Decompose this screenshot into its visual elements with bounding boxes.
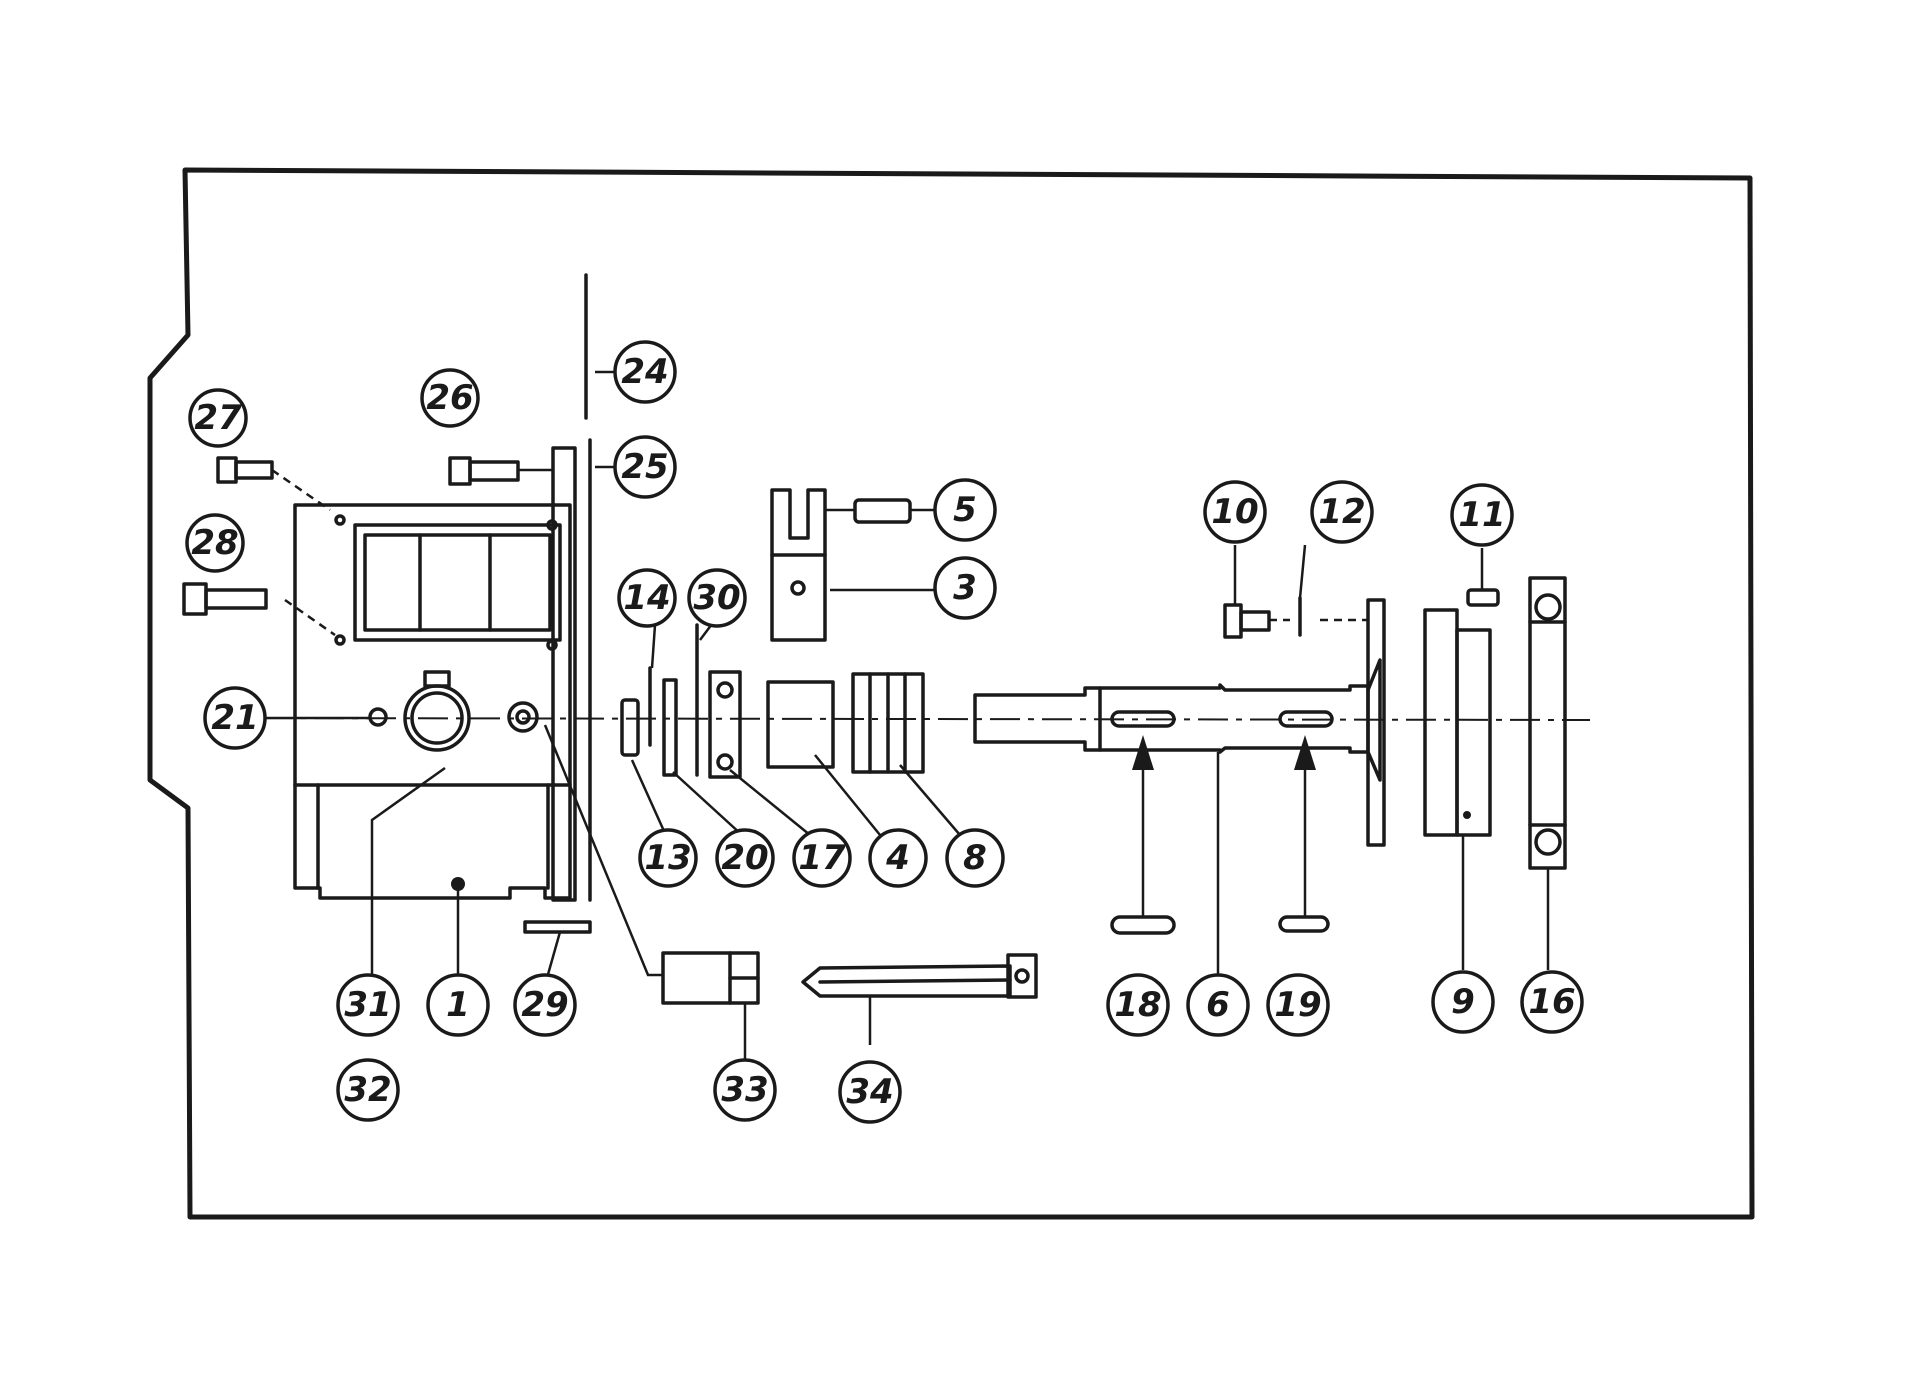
svg-text:28: 28 [191, 523, 238, 563]
svg-text:32: 32 [344, 1070, 391, 1110]
svg-text:9: 9 [1451, 982, 1475, 1022]
svg-text:8: 8 [963, 838, 987, 878]
callout-19: 19 [1266, 973, 1330, 1037]
callout-10: 10 [1203, 480, 1267, 544]
svg-text:14: 14 [623, 578, 670, 618]
leader-33-link [543, 724, 663, 977]
key-11 [1466, 588, 1500, 607]
svg-text:5: 5 [953, 490, 977, 530]
svg-text:21: 21 [211, 698, 258, 738]
callout-13: 13 [638, 828, 698, 888]
bolt-28 [182, 582, 336, 637]
svg-text:24: 24 [621, 352, 668, 392]
sleeve-4 [766, 680, 835, 769]
callout-24: 24 [613, 340, 677, 404]
callout-16: 16 [1520, 970, 1584, 1034]
callout-1: 1 [426, 973, 490, 1037]
callout-8: 8 [945, 828, 1005, 888]
key-19 [1278, 915, 1330, 933]
key-18-arrow [1132, 735, 1154, 770]
svg-text:4: 4 [885, 838, 910, 878]
pin-5 [825, 498, 938, 524]
spacer-20 [662, 678, 678, 777]
svg-text:18: 18 [1114, 985, 1161, 1025]
diagram-frame [147, 167, 1755, 1220]
callout-18: 18 [1106, 973, 1170, 1037]
callout-6: 6 [1186, 973, 1250, 1037]
center-axis [209, 717, 1591, 721]
callout-9: 9 [1431, 970, 1495, 1034]
bearing-block-17 [708, 670, 742, 779]
housing-body [293, 503, 572, 900]
main-shaft-6 [973, 598, 1386, 847]
callout-29: 29 [513, 973, 577, 1037]
side-cover [551, 446, 577, 902]
callout-34: 34 [838, 1060, 902, 1124]
svg-text:6: 6 [1206, 985, 1230, 1025]
pointed-shaft-34 [801, 953, 1038, 999]
svg-text:31: 31 [344, 985, 391, 1025]
callout-11: 11 [1450, 483, 1514, 547]
svg-text:1: 1 [446, 985, 470, 1025]
callout-12: 12 [1310, 480, 1374, 544]
callout-5: 5 [933, 478, 997, 542]
leader-lines [265, 370, 1550, 1060]
key-19-arrow [1294, 735, 1316, 770]
callout-27: 27 [188, 388, 248, 448]
svg-text:26: 26 [426, 378, 473, 418]
pulley-8 [851, 672, 925, 774]
svg-text:11: 11 [1458, 495, 1505, 535]
callout-3: 3 [933, 556, 997, 620]
svg-text:10: 10 [1211, 492, 1258, 532]
callout-20: 20 [715, 828, 775, 888]
callout-4: 4 [868, 828, 928, 888]
arm-16 [1528, 576, 1567, 870]
svg-text:34: 34 [846, 1072, 893, 1112]
bolt-27 [216, 456, 331, 512]
callout-30: 30 [687, 568, 747, 628]
key-18 [1110, 915, 1176, 935]
svg-text:12: 12 [1318, 492, 1365, 532]
svg-text:33: 33 [721, 1070, 768, 1110]
callout-32: 32 [336, 1058, 400, 1122]
callout-33: 33 [713, 1058, 777, 1122]
bolt-10 [1223, 603, 1290, 639]
svg-text:30: 30 [693, 578, 740, 618]
svg-text:16: 16 [1528, 982, 1575, 1022]
callout-14: 14 [617, 568, 677, 628]
svg-text:3: 3 [953, 568, 977, 608]
nozzle-block-33 [661, 951, 760, 1005]
bolt-26 [448, 456, 553, 486]
washer-13 [620, 698, 640, 757]
callout-25: 25 [613, 435, 677, 499]
fork-bracket-3 [770, 488, 935, 642]
svg-text:29: 29 [521, 985, 568, 1025]
callout-26: 26 [420, 368, 480, 428]
svg-text:19: 19 [1274, 985, 1321, 1025]
svg-text:25: 25 [621, 447, 668, 487]
svg-text:13: 13 [644, 838, 691, 878]
gear-9 [1423, 608, 1492, 837]
svg-text:20: 20 [721, 838, 768, 878]
callout-28: 28 [185, 513, 245, 573]
svg-text:17: 17 [798, 838, 846, 878]
svg-text:27: 27 [194, 398, 242, 438]
pin-29 [523, 920, 592, 934]
callout-17: 17 [792, 828, 852, 888]
callout-21: 21 [203, 686, 267, 750]
callout-31: 31 [336, 973, 400, 1037]
